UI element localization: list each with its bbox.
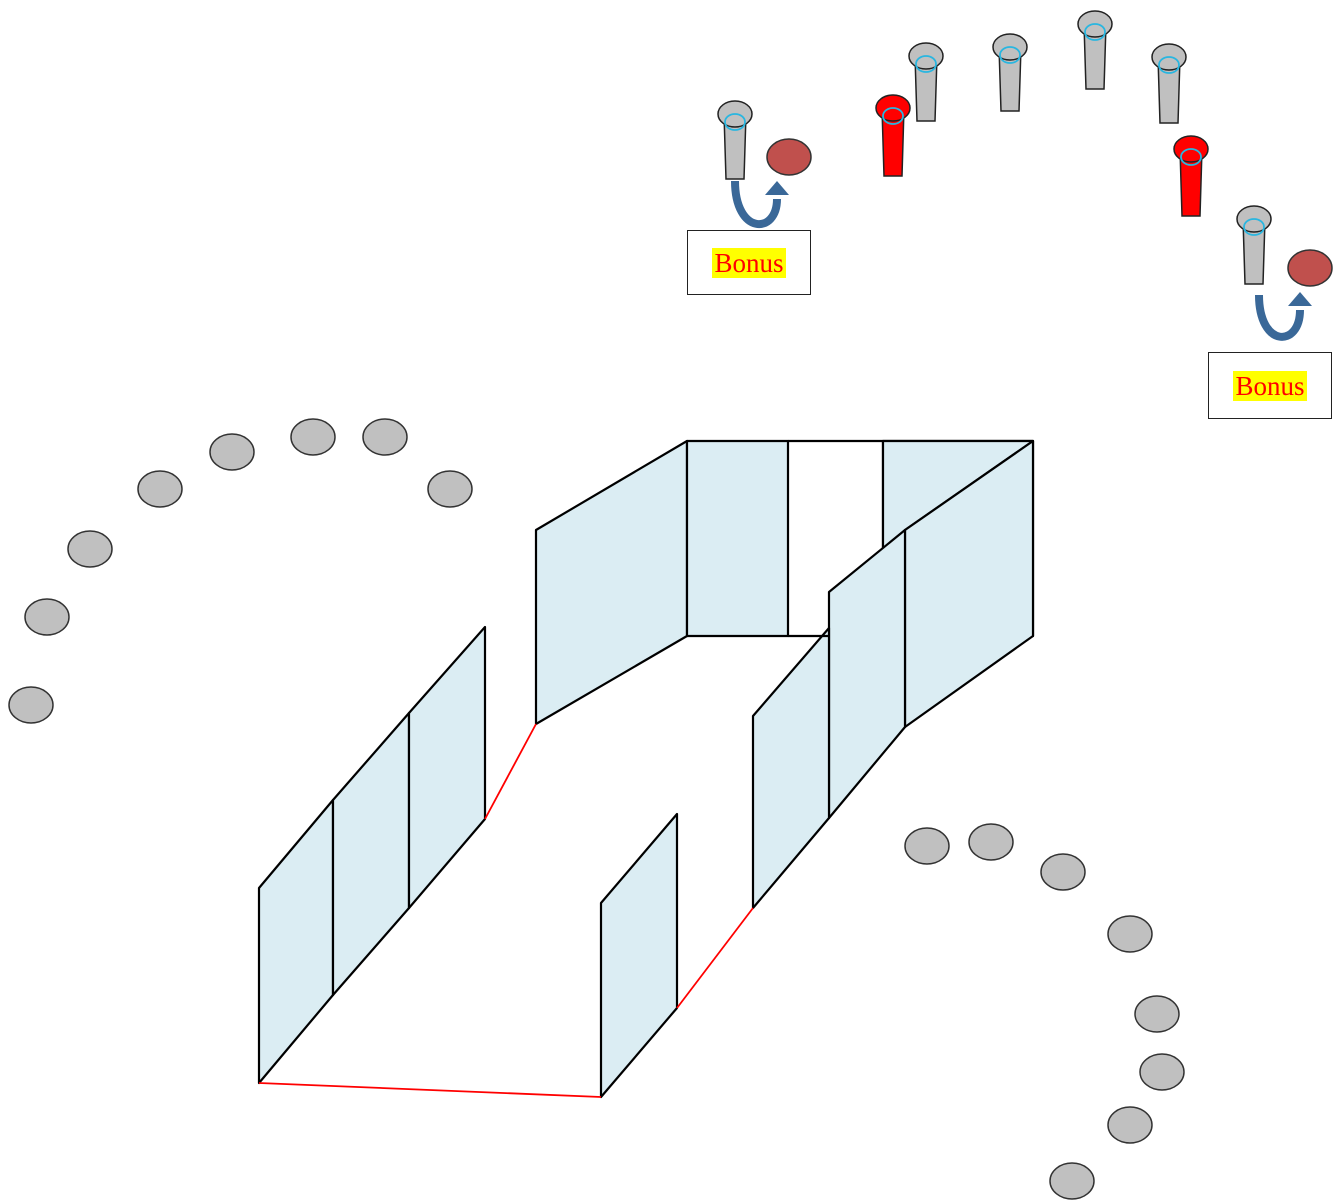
pole-marker-icon xyxy=(1151,43,1187,124)
disc-cone-icon xyxy=(1040,853,1086,891)
enclosure-openings xyxy=(258,723,754,1098)
balls xyxy=(766,138,1333,287)
pole-marker-icon xyxy=(717,100,753,180)
enclosure-panels xyxy=(257,439,1035,1099)
curved-arrow-icon xyxy=(1255,292,1312,341)
disc-cone-icon xyxy=(290,418,336,456)
disc-cone-icon xyxy=(1134,995,1180,1033)
wall-panel-3 xyxy=(407,625,487,910)
bonus-label-right: Bonus xyxy=(1233,370,1307,401)
disc-cone-icon xyxy=(8,686,54,724)
disc-cone-icon xyxy=(1049,1162,1095,1200)
bonus-box-left: Bonus xyxy=(687,230,811,295)
disc-cone-icon xyxy=(1139,1053,1185,1091)
pole-marker-icon xyxy=(908,42,944,122)
wall-panel-5 xyxy=(685,439,790,638)
wall-panel-9 xyxy=(827,528,907,820)
bonus-box-right: Bonus xyxy=(1208,352,1332,419)
disc-cone-icon xyxy=(67,530,113,568)
pole-marker-icon xyxy=(1236,205,1272,285)
pole-markers xyxy=(717,10,1272,285)
disc-cone-icon xyxy=(24,598,70,636)
ball-icon xyxy=(766,138,812,176)
disc-cone-icon xyxy=(362,418,408,456)
curved-arrows xyxy=(731,180,1312,341)
disc-cone-icon xyxy=(209,433,255,471)
opening-line-1 xyxy=(258,1082,602,1098)
bonus-label-left: Bonus xyxy=(712,247,786,278)
ball-icon xyxy=(1287,249,1333,287)
opening-line-3 xyxy=(676,907,754,1009)
wall-panel-10 xyxy=(751,626,831,910)
disc-cone-icon xyxy=(137,470,183,508)
disc-cone-icon xyxy=(1107,1106,1153,1144)
disc-cone-icon xyxy=(427,470,473,508)
wall-panel-1 xyxy=(257,798,335,1085)
pole-marker-icon xyxy=(1077,10,1113,90)
disc-markers xyxy=(8,418,1185,1200)
opening-line-2 xyxy=(484,723,537,820)
pole-marker-icon xyxy=(875,94,911,177)
wall-panel-11 xyxy=(599,812,679,1099)
wall-panel-2 xyxy=(331,711,411,997)
wall-panel-4 xyxy=(534,439,689,726)
curved-arrow-icon xyxy=(731,180,789,228)
disc-cone-icon xyxy=(968,823,1014,861)
pole-marker-icon xyxy=(992,33,1028,112)
pole-marker-icon xyxy=(1173,135,1209,217)
disc-cone-icon xyxy=(904,827,950,865)
disc-cone-icon xyxy=(1107,915,1153,953)
